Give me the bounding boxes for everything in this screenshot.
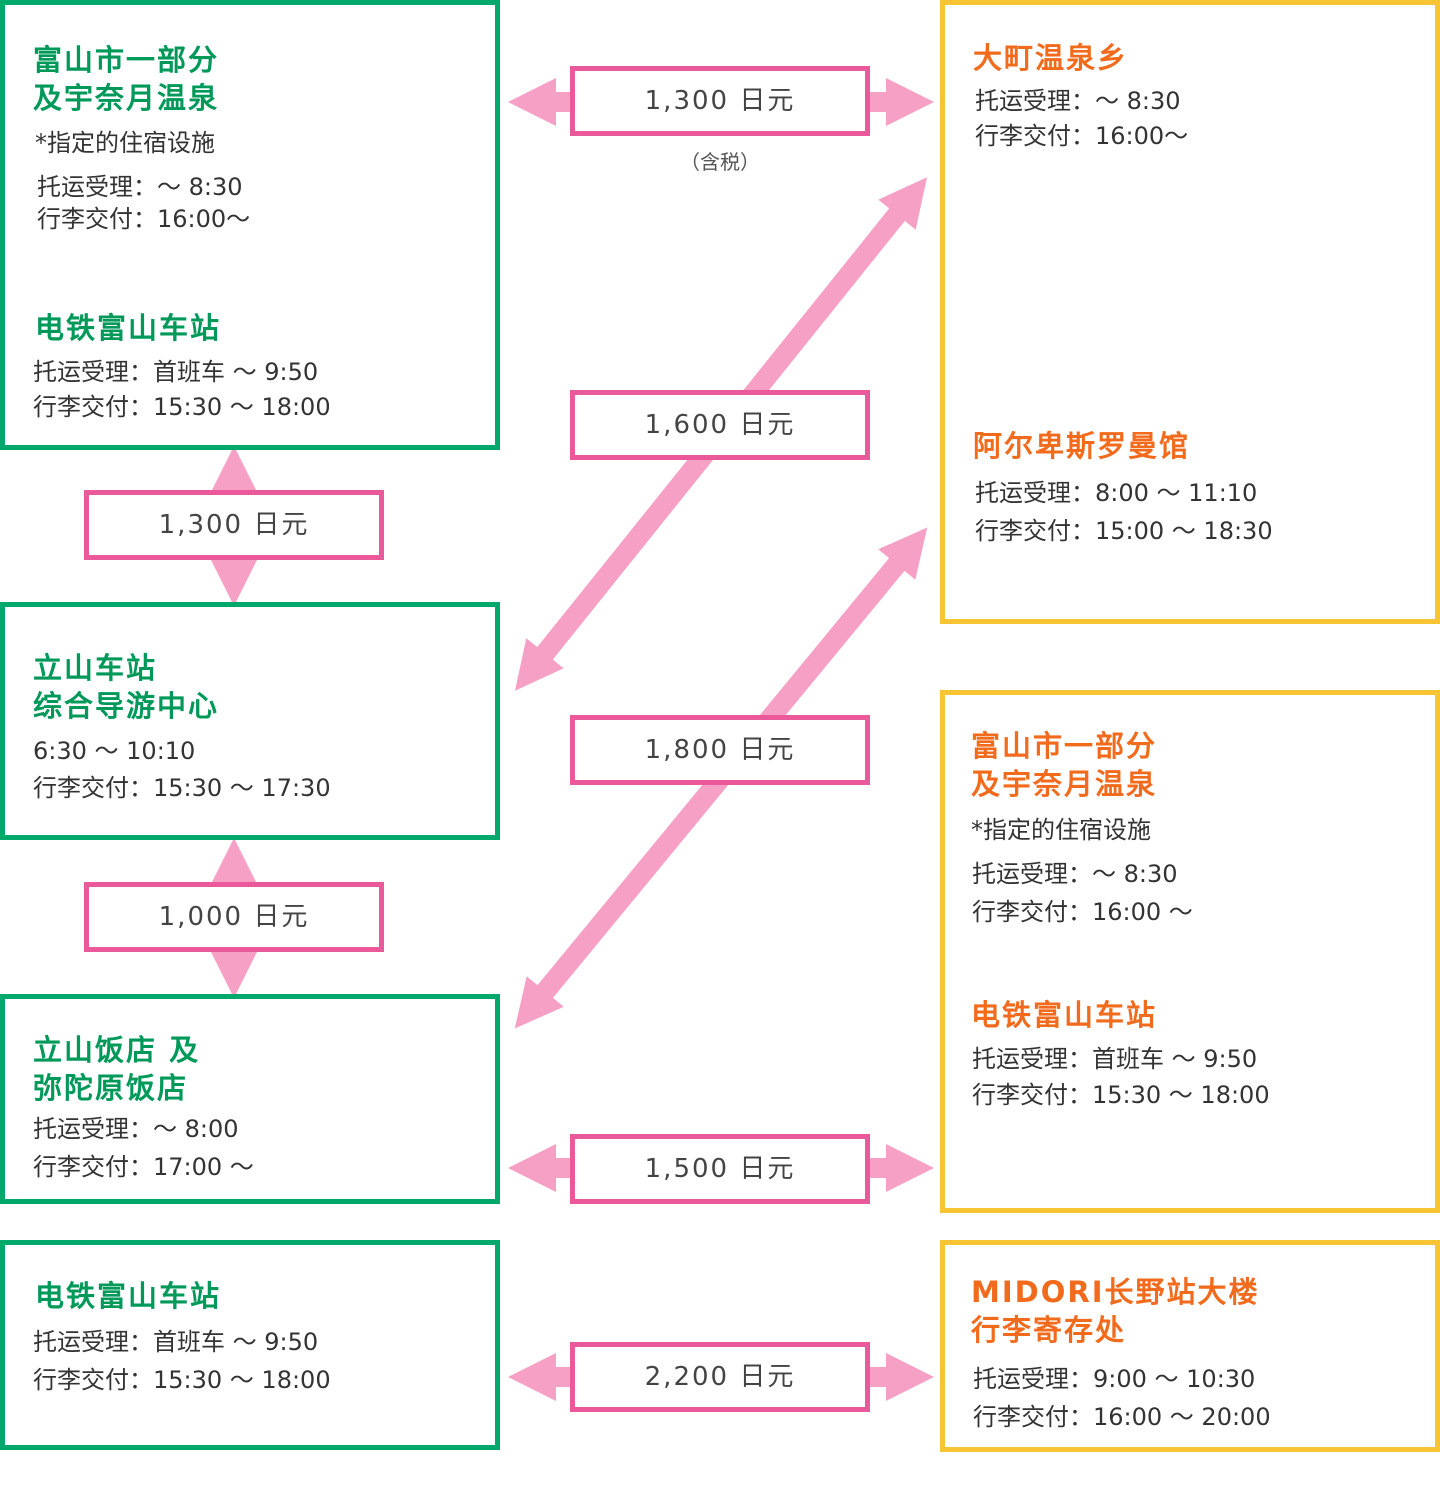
price-vertical-2-text: 1,000 日元	[158, 902, 310, 932]
right-toyama-title-1: 富山市一部分	[971, 729, 1158, 763]
right-toyama-title-2: 及宇奈月温泉	[971, 767, 1158, 801]
right-toyama-deliver: 行李交付：16:00 ～	[972, 898, 1193, 926]
left-dentetsu-deliver: 行李交付：15:30 ～ 18:00	[33, 393, 331, 421]
price-diagonal-2: 1,800 日元	[570, 715, 870, 785]
tateyama-hotel-title-2: 弥陀原饭店	[33, 1071, 189, 1105]
alps-roman-accept: 托运受理：8:00 ～ 11:10	[975, 479, 1258, 507]
tateyama-hotel-deliver: 行李交付：17:00 ～	[33, 1153, 254, 1181]
tateyama-station-title-2: 综合导游中心	[33, 689, 220, 723]
alps-roman-title: 阿尔卑斯罗曼馆	[973, 429, 1191, 463]
right-toyama-accept: 托运受理：～ 8:30	[972, 860, 1178, 888]
tateyama-hotel-accept: 托运受理：～ 8:00	[33, 1115, 239, 1143]
left-dentetsu-accept: 托运受理：首班车 ～ 9:50	[33, 358, 319, 386]
midori-title-2: 行李寄存处	[971, 1313, 1127, 1347]
left-dentetsu-title: 电铁富山车站	[35, 311, 222, 345]
price-bottom-text: 2,200 日元	[644, 1362, 796, 1392]
price-diagonal-1: 1,600 日元	[570, 390, 870, 460]
left-toyama-note: *指定的住宿设施	[35, 129, 215, 157]
dentetsu-toyama-deliver: 行李交付：15:30 ～ 18:00	[33, 1366, 331, 1394]
right-midori-box: MIDORI长野站大楼 行李寄存处 托运受理：9:00 ～ 10:30 行李交付…	[940, 1240, 1440, 1452]
left-toyama-combo-box: 富山市一部分 及宇奈月温泉 *指定的住宿设施 托运受理：～ 8:30 行李交付：…	[0, 0, 500, 450]
left-tateyama-station-box: 立山车站 综合导游中心 6:30 ～ 10:10 行李交付：15:30 ～ 17…	[0, 602, 500, 840]
price-vertical-2: 1,000 日元	[84, 882, 384, 952]
right-dentetsu-title: 电铁富山车站	[971, 998, 1158, 1032]
alps-roman-deliver: 行李交付：15:00 ～ 18:30	[975, 517, 1273, 545]
price-top-text: 1,300 日元	[644, 86, 796, 116]
price-hotel-row-text: 1,500 日元	[644, 1154, 796, 1184]
tateyama-station-deliver: 行李交付：15:30 ～ 17:30	[33, 774, 331, 802]
right-toyama-note: *指定的住宿设施	[971, 816, 1151, 844]
price-top: 1,300 日元	[570, 66, 870, 136]
price-tax-note: （含税）	[680, 150, 760, 174]
left-toyama-title-2: 及宇奈月温泉	[33, 81, 220, 115]
tateyama-station-title-1: 立山车站	[33, 651, 158, 685]
omachi-title: 大町温泉乡	[973, 41, 1129, 75]
dentetsu-toyama-accept: 托运受理：首班车 ～ 9:50	[33, 1328, 319, 1356]
tateyama-hotel-title-1: 立山饭店 及	[33, 1033, 201, 1067]
midori-title-1: MIDORI长野站大楼	[971, 1275, 1260, 1309]
price-diagonal-1-text: 1,600 日元	[644, 410, 796, 440]
right-dentetsu-deliver: 行李交付：15:30 ～ 18:00	[972, 1081, 1270, 1109]
left-toyama-deliver: 行李交付：16:00～	[37, 205, 251, 233]
right-dentetsu-accept: 托运受理：首班车 ～ 9:50	[972, 1045, 1258, 1073]
left-toyama-accept: 托运受理：～ 8:30	[37, 173, 243, 201]
omachi-accept: 托运受理：～ 8:30	[975, 87, 1181, 115]
left-tateyama-hotel-box: 立山饭店 及 弥陀原饭店 托运受理：～ 8:00 行李交付：17:00 ～	[0, 994, 500, 1204]
omachi-deliver: 行李交付：16:00～	[975, 122, 1189, 150]
right-toyama-combo-box: 富山市一部分 及宇奈月温泉 *指定的住宿设施 托运受理：～ 8:30 行李交付：…	[940, 690, 1440, 1213]
tateyama-station-hours: 6:30 ～ 10:10	[33, 737, 196, 765]
left-dentetsu-toyama-box: 电铁富山车站 托运受理：首班车 ～ 9:50 行李交付：15:30 ～ 18:0…	[0, 1240, 500, 1450]
left-toyama-title-1: 富山市一部分	[33, 43, 220, 77]
price-diagonal-2-text: 1,800 日元	[644, 735, 796, 765]
dentetsu-toyama-title: 电铁富山车站	[35, 1279, 222, 1313]
price-bottom: 2,200 日元	[570, 1342, 870, 1412]
midori-accept: 托运受理：9:00 ～ 10:30	[973, 1365, 1256, 1393]
price-vertical-1-text: 1,300 日元	[158, 510, 310, 540]
price-vertical-1: 1,300 日元	[84, 490, 384, 560]
price-hotel-row: 1,500 日元	[570, 1134, 870, 1204]
midori-deliver: 行李交付：16:00 ～ 20:00	[973, 1403, 1271, 1431]
right-omachi-alps-box: 大町温泉乡 托运受理：～ 8:30 行李交付：16:00～ 阿尔卑斯罗曼馆 托运…	[940, 0, 1440, 624]
